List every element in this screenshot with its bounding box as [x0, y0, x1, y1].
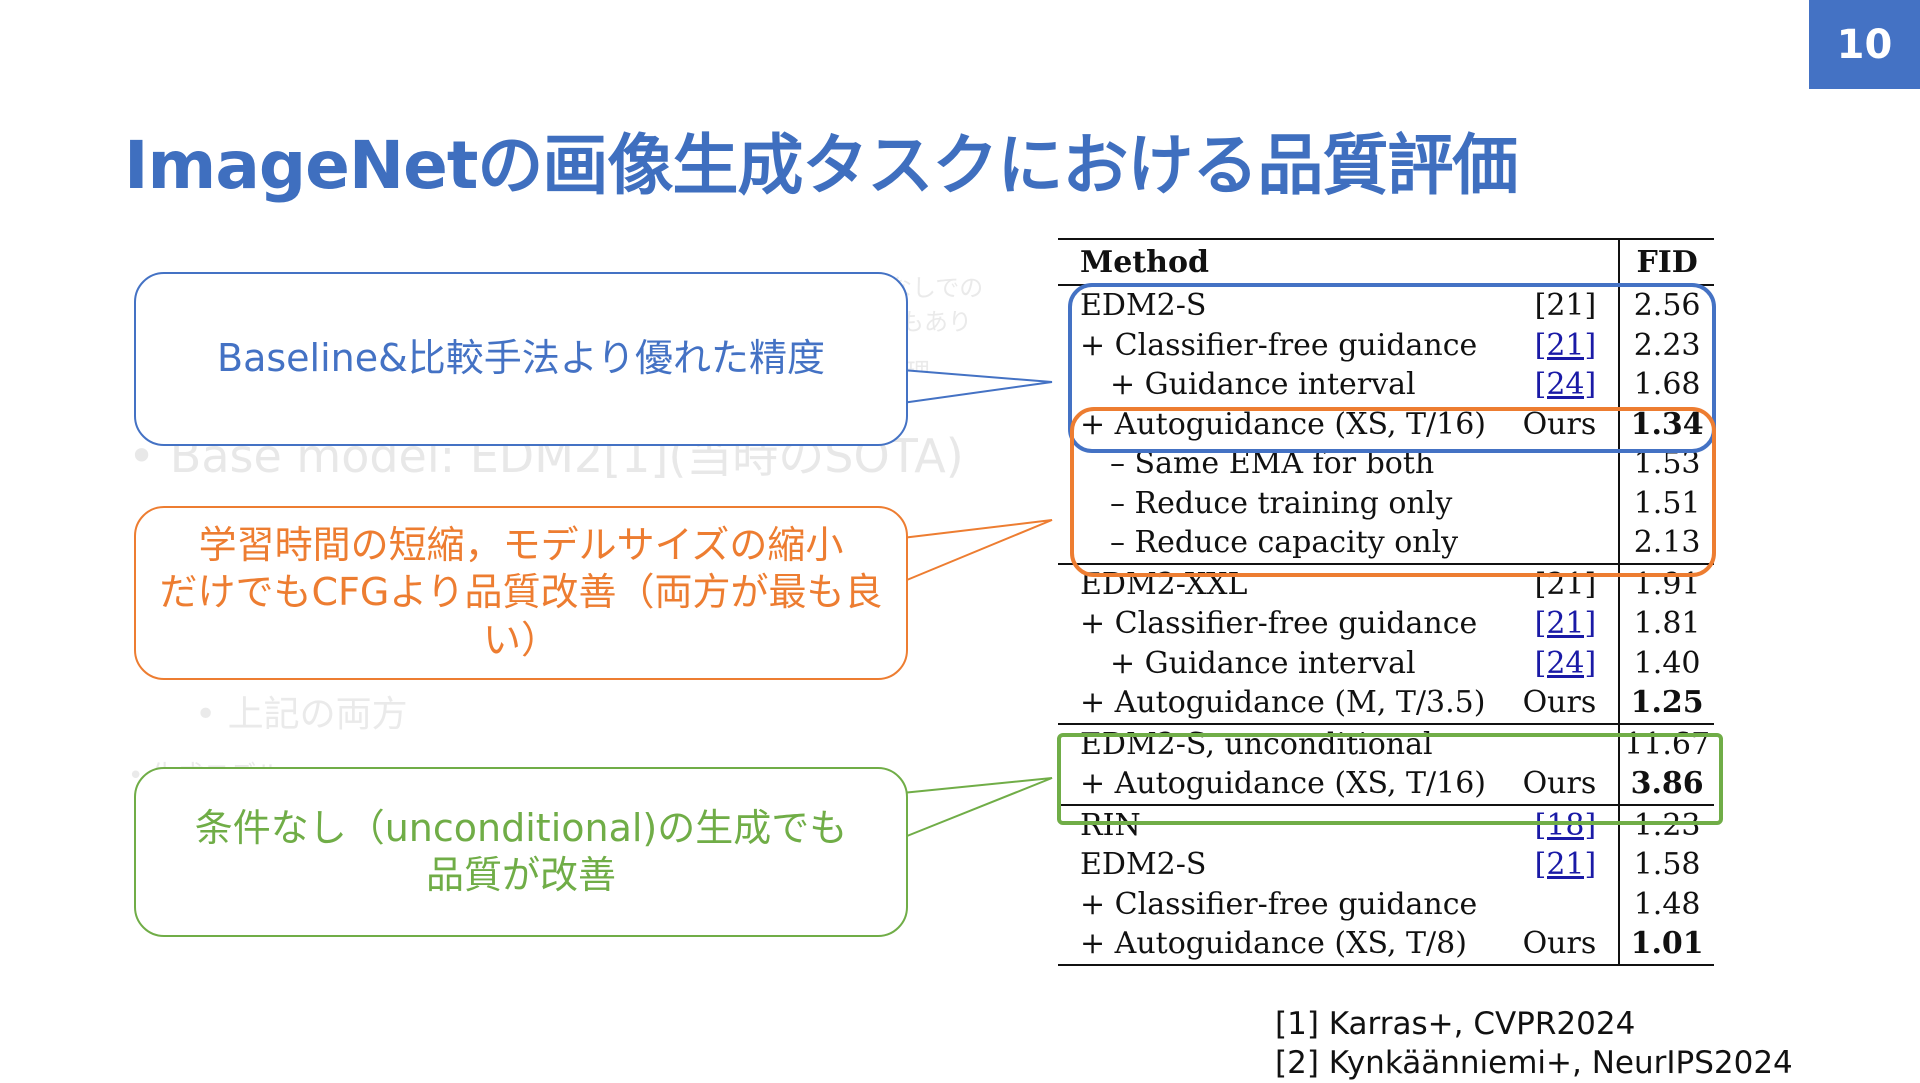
orange-pointer [901, 519, 1053, 583]
cell-reference: Ours [1522, 406, 1597, 442]
cell-method: – Same EMA for both [1110, 446, 1435, 482]
cell-reference[interactable]: [18] [1506, 803, 1620, 845]
cell-reference: [21] [1506, 284, 1620, 326]
callout-blue-text: Baseline&比較手法より優れた精度 [217, 336, 825, 381]
table-row: + Guidance interval [24] 1.40 [1058, 643, 1714, 683]
table-header-row: Method FID [1058, 238, 1714, 286]
cell-method: + Autoguidance (XS, T/16) [1080, 406, 1487, 442]
cell-reference [1507, 484, 1619, 524]
table-row: + Autoguidance (M, T/3.5) Ours 1.25 [1058, 683, 1714, 724]
cell-reference[interactable]: [21] [1534, 327, 1597, 363]
callout-green: 条件なし（unconditional)の生成でも 品質が改善 [134, 767, 908, 937]
cell-fid: 2.23 [1618, 325, 1714, 365]
cell-fid: 1.40 [1618, 643, 1714, 683]
cell-fid: 1.01 [1618, 924, 1714, 966]
table-row: + Autoguidance (XS, T/16) Ours 1.34 [1058, 404, 1714, 444]
cell-method: – Reduce capacity only [1110, 525, 1459, 561]
cell-method: EDM2-S, unconditional [1058, 722, 1507, 764]
cell-method: RIN [1058, 803, 1507, 845]
slide-title: ImageNetの画像生成タスクにおける品質評価 [124, 127, 1518, 204]
references: [1] Karras+, CVPR2024 [2] Kynkäänniemi+,… [1275, 1005, 1793, 1083]
cell-reference: Ours [1522, 685, 1597, 721]
cell-method: + Classifier-free guidance [1080, 606, 1478, 642]
cell-reference [1506, 722, 1620, 764]
cell-fid: 1.81 [1618, 604, 1714, 644]
callout-orange: 学習時間の短縮，モデルサイズの縮小 だけでもCFGより品質改善（両方が最も良い） [134, 506, 908, 680]
cell-method: EDM2-XXL [1058, 562, 1507, 604]
cell-method: EDM2-S [1080, 847, 1207, 883]
cell-method: + Guidance interval [1110, 367, 1416, 403]
table-row: + Classifier-free guidance 1.48 [1058, 884, 1714, 925]
cell-fid: 1.91 [1618, 562, 1714, 604]
cell-method: + Autoguidance (XS, T/16) [1080, 766, 1487, 802]
cell-fid: 1.23 [1618, 803, 1714, 845]
callout-green-line2: 品質が改善 [425, 853, 616, 897]
table-row: – Reduce training only 1.51 [1058, 483, 1714, 524]
cell-fid: 1.58 [1618, 845, 1714, 885]
callout-orange-line2: だけでもCFGより品質改善（両方が最も良い） [159, 570, 883, 662]
callout-orange-line1: 学習時間の短縮，モデルサイズの縮小 [198, 522, 844, 567]
cell-fid: 1.51 [1618, 483, 1714, 523]
cell-method: + Classifier-free guidance [1080, 886, 1478, 922]
cell-reference [1507, 885, 1619, 925]
table-row: + Autoguidance (XS, T/16) Ours 3.86 [1058, 764, 1714, 805]
cell-fid: 1.34 [1618, 404, 1714, 444]
table-row: EDM2-XXL[21]1.91 [1058, 562, 1714, 604]
green-pointer [901, 777, 1053, 839]
cell-fid: 1.48 [1618, 884, 1714, 924]
callout-blue: Baseline&比較手法より優れた精度 [134, 272, 908, 446]
cell-reference[interactable]: [24] [1534, 645, 1597, 681]
cell-method: + Autoguidance (XS, T/8) [1058, 924, 1507, 966]
cell-reference [1507, 444, 1619, 484]
ghost-text-5: • 上記の両方 [195, 694, 408, 735]
cell-reference[interactable]: [21] [1534, 847, 1597, 883]
cell-fid: 1.25 [1618, 683, 1714, 724]
ghost-text-3: 理 [906, 358, 930, 386]
cell-method: + Guidance interval [1110, 645, 1416, 681]
cell-reference[interactable]: [21] [1534, 606, 1597, 642]
cell-fid: 1.53 [1618, 444, 1714, 484]
cell-method: + Classifier-free guidance [1080, 327, 1478, 363]
header-fid: FID [1618, 238, 1714, 286]
reference-1: [1] Karras+, CVPR2024 [1275, 1006, 1636, 1042]
cell-fid: 2.56 [1618, 284, 1714, 326]
table-row: + Classifier-free guidance [21] 1.81 [1058, 604, 1714, 644]
cell-reference: Ours [1506, 924, 1620, 966]
table-row: – Same EMA for both 1.53 [1058, 444, 1714, 484]
table-row: + Classifier-free guidance [21] 2.23 [1058, 325, 1714, 365]
cell-method: EDM2-S [1058, 284, 1507, 326]
cell-fid: 3.86 [1618, 764, 1714, 805]
cell-method: + Autoguidance (M, T/3.5) [1080, 685, 1486, 721]
cell-reference: [21] [1506, 562, 1620, 604]
table-row: – Reduce capacity only 2.13 [1058, 523, 1714, 564]
cell-fid: 11.67 [1618, 722, 1714, 764]
cell-fid: 1.68 [1618, 365, 1714, 405]
reference-2: [2] Kynkäänniemi+, NeurIPS2024 [1275, 1045, 1793, 1081]
table-row: EDM2-S[21]2.56 [1058, 284, 1714, 326]
table-row: + Guidance interval [24] 1.68 [1058, 365, 1714, 405]
slide-number: 10 [1809, 0, 1920, 89]
cell-reference: Ours [1522, 766, 1597, 802]
table-row: RIN[18]1.23 [1058, 803, 1714, 845]
table-row: EDM2-S [21] 1.58 [1058, 845, 1714, 885]
cell-fid: 2.13 [1618, 523, 1714, 564]
results-table: Method FID EDM2-S[21]2.56+ Classifier-fr… [1058, 238, 1714, 966]
cell-reference[interactable]: [24] [1534, 367, 1597, 403]
table-row: EDM2-S, unconditional 11.67 [1058, 722, 1714, 764]
callout-green-line1: 条件なし（unconditional)の生成でも [194, 805, 848, 850]
ghost-text-2: もあり [900, 308, 972, 336]
cell-method: – Reduce training only [1110, 485, 1453, 521]
header-method: Method [1058, 238, 1620, 286]
cell-reference [1507, 523, 1619, 564]
